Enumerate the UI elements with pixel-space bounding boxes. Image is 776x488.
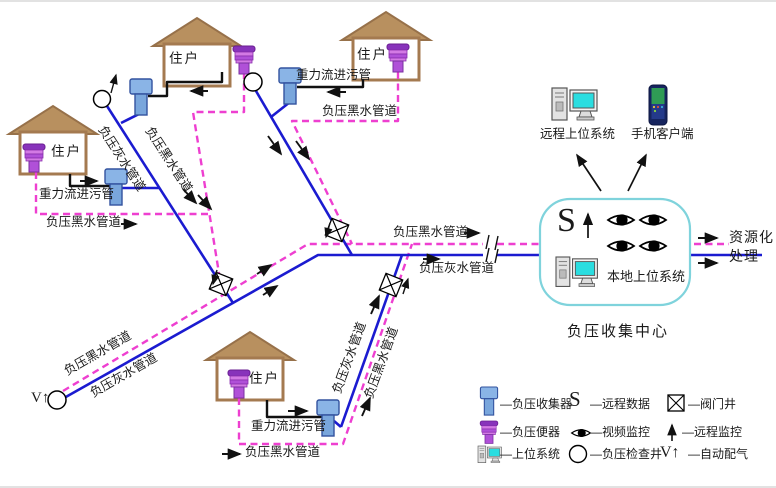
legend-host-computer-icon	[477, 445, 502, 463]
gravity-pipe-label: 重力流进污管	[296, 68, 372, 82]
legend-collector-icon	[479, 386, 499, 416]
vacuum-toilet-icon	[232, 45, 256, 75]
legend-host-label: —上位系统	[500, 447, 561, 461]
local-host-label: 本地上位系统	[607, 269, 686, 284]
inspection-well-icon	[243, 72, 263, 92]
flow-arrows	[80, 73, 719, 460]
legend-inspection-label: —负压检查井	[590, 447, 663, 461]
valve-well-icon	[378, 272, 404, 298]
blackwater-pipe-label: 负压黑水管道	[322, 104, 398, 118]
valve-well-icon	[324, 217, 350, 243]
output-label-line2: 处理	[729, 248, 759, 264]
inspection-well-icon	[47, 390, 67, 410]
uplink-arrows	[576, 153, 647, 192]
legend-v-symbol: V↑	[660, 444, 680, 461]
blackwater-pipe-label: 负压黑水管道	[393, 225, 469, 239]
mobile-phone-icon	[648, 84, 668, 126]
inspection-wells	[47, 72, 263, 410]
gravity-pipes	[68, 72, 365, 419]
blackwater-bottom	[237, 243, 414, 446]
legend-collector-label: —负压收集器	[500, 397, 573, 411]
house-label: 住户	[357, 47, 388, 62]
gravity-pipe-label: 重力流进污管	[251, 419, 327, 433]
blackwater-pipes	[34, 72, 729, 446]
legend-s-symbol: S	[569, 387, 581, 411]
graywater-branch-topleft	[105, 105, 235, 304]
gravity-pipe-label: 重力流进污管	[39, 187, 115, 201]
remote-host-computer-icon	[551, 87, 598, 121]
blackwater-left	[34, 172, 209, 216]
house-label: 住户	[249, 371, 280, 386]
blackwater-pipe-label: 负压黑水管道	[46, 215, 122, 229]
gravity-pipe-bottom	[265, 400, 325, 419]
remote-monitor-arrow	[109, 73, 118, 94]
collector-connector-4	[333, 420, 342, 428]
legend-toilet-icon	[479, 420, 499, 444]
pipe-break-marks	[485, 234, 499, 264]
legend-auto-gas-label: —自动配气	[688, 447, 749, 461]
house-left	[7, 104, 99, 176]
blackwater-trunk	[62, 242, 540, 393]
output-label-line1: 资源化	[729, 229, 774, 245]
blackwater-top-right	[290, 72, 400, 245]
collection-center-title: 负压收集中心	[567, 323, 670, 340]
mobile-client-label: 手机客户端	[631, 127, 694, 141]
legend-remote-data-label: —远程数据	[590, 397, 651, 411]
remote-host-label: 远程上位系统	[540, 127, 616, 141]
legend-valve-well-icon	[667, 394, 685, 412]
legend-inspection-well-icon	[568, 444, 588, 464]
legend-video-label: —视频监控	[590, 425, 651, 439]
auto-gas-symbol: V↑	[31, 390, 50, 406]
blackwater-top-middle	[191, 72, 246, 293]
house-bottom	[204, 330, 296, 402]
gravity-pipe-top-middle	[148, 72, 224, 98]
blackwater-pipe-label: 负压黑水管道	[245, 445, 321, 459]
house-label: 住户	[51, 144, 82, 159]
graywater-pipe-label: 负压灰水管道	[419, 261, 495, 275]
legend-valve-label: —阀门井	[688, 397, 737, 411]
remote-data-symbol: S	[557, 202, 576, 239]
legend-eye-icon	[571, 428, 591, 438]
legend-remote-monitor-label: —远程监控	[682, 425, 743, 439]
gravity-pipe-top-right	[297, 79, 365, 89]
legend-toilet-label: —负压便器	[500, 425, 561, 439]
valve-well-icon	[208, 271, 234, 297]
house-label: 住户	[169, 51, 200, 66]
inspection-well-icon	[92, 89, 112, 109]
